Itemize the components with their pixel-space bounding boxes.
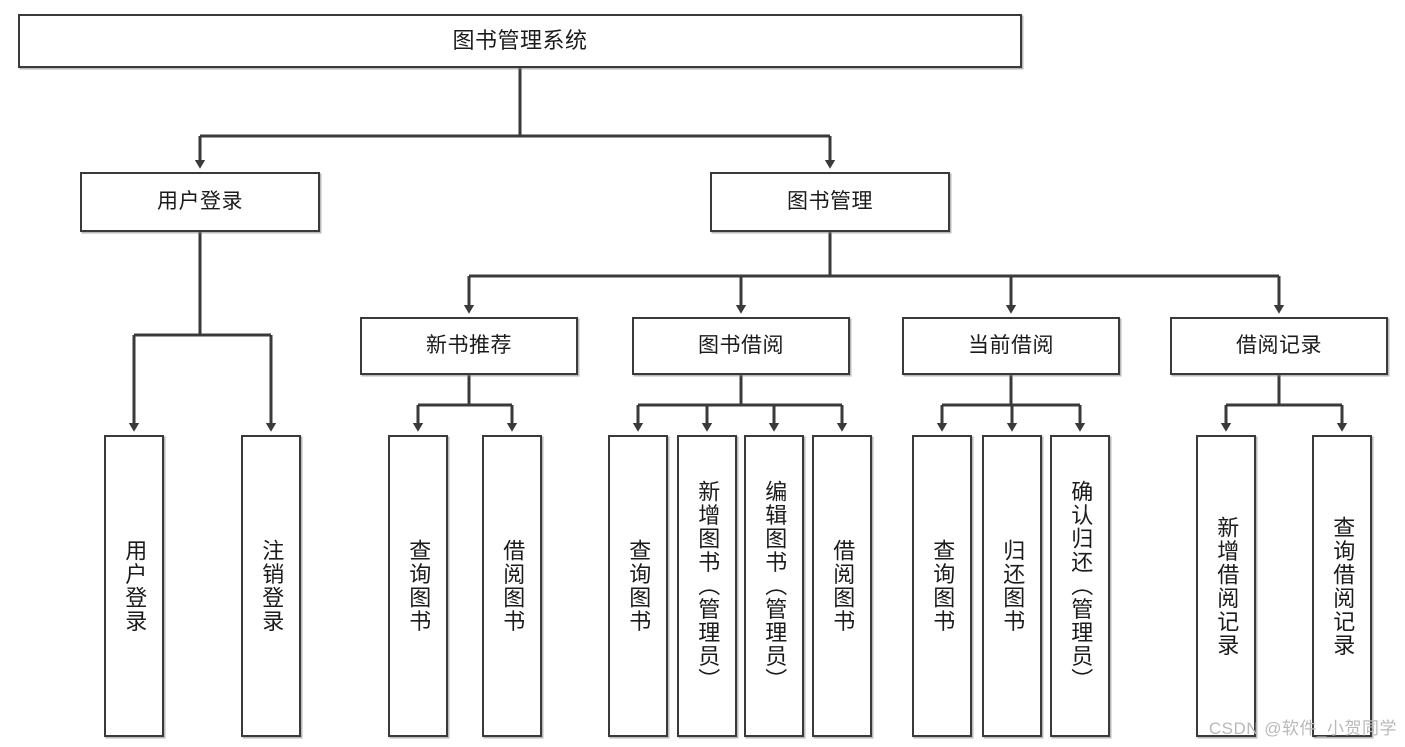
node-leaf-query-book[interactable]: 查询图书: [608, 435, 668, 737]
node-leaf-query-book-rec[interactable]: 查询图书: [388, 435, 448, 737]
node-leaf-return-book[interactable]: 归还图书: [982, 435, 1042, 737]
node-borrow-record-label: 借阅记录: [1236, 333, 1322, 357]
node-leaf-confirm-return-admin-label: 确认归还（管理员）: [1068, 480, 1094, 692]
node-book-borrow-label: 图书借阅: [698, 333, 784, 357]
node-leaf-logout-label: 注销登录: [259, 539, 285, 633]
node-current-borrow[interactable]: 当前借阅: [902, 317, 1120, 375]
node-leaf-add-book-admin-label: 新增图书（管理员）: [695, 480, 721, 692]
node-leaf-logout[interactable]: 注销登录: [241, 435, 301, 737]
csdn-watermark: CSDN @软件_小贺同学: [1208, 719, 1397, 738]
node-book-management-label: 图书管理: [787, 189, 873, 213]
node-new-book-recommend[interactable]: 新书推荐: [360, 317, 578, 375]
node-root-label: 图书管理系统: [452, 28, 588, 54]
node-book-borrow[interactable]: 图书借阅: [632, 317, 850, 375]
node-root[interactable]: 图书管理系统: [18, 14, 1022, 68]
node-current-borrow-label: 当前借阅: [968, 333, 1054, 357]
node-user-login-label: 用户登录: [157, 189, 243, 213]
node-leaf-edit-book-admin[interactable]: 编辑图书（管理员）: [744, 435, 804, 737]
node-leaf-add-borrow-record[interactable]: 新增借阅记录: [1196, 435, 1256, 737]
node-leaf-add-book-admin[interactable]: 新增图书（管理员）: [677, 435, 737, 737]
node-leaf-query-borrow-record[interactable]: 查询借阅记录: [1312, 435, 1372, 737]
node-leaf-borrow-book[interactable]: 借阅图书: [812, 435, 872, 737]
node-leaf-query-book-current-label: 查询图书: [930, 539, 956, 633]
node-borrow-record[interactable]: 借阅记录: [1170, 317, 1388, 375]
node-leaf-query-book-current[interactable]: 查询图书: [912, 435, 972, 737]
node-leaf-user-login-label: 用户登录: [122, 539, 148, 633]
node-leaf-borrow-book-label: 借阅图书: [830, 539, 856, 633]
node-leaf-query-book-rec-label: 查询图书: [406, 539, 432, 633]
node-leaf-add-borrow-record-label: 新增借阅记录: [1214, 515, 1240, 657]
node-leaf-confirm-return-admin[interactable]: 确认归还（管理员）: [1050, 435, 1110, 737]
node-leaf-return-book-label: 归还图书: [1000, 539, 1026, 633]
node-leaf-query-book-label: 查询图书: [626, 539, 652, 633]
node-leaf-borrow-book-rec[interactable]: 借阅图书: [482, 435, 542, 737]
node-new-book-recommend-label: 新书推荐: [426, 333, 512, 357]
node-leaf-edit-book-admin-label: 编辑图书（管理员）: [762, 480, 788, 692]
node-book-management[interactable]: 图书管理: [710, 172, 950, 232]
node-user-login[interactable]: 用户登录: [80, 172, 320, 232]
node-leaf-user-login[interactable]: 用户登录: [104, 435, 164, 737]
node-leaf-query-borrow-record-label: 查询借阅记录: [1330, 515, 1356, 657]
node-leaf-borrow-book-rec-label: 借阅图书: [500, 539, 526, 633]
